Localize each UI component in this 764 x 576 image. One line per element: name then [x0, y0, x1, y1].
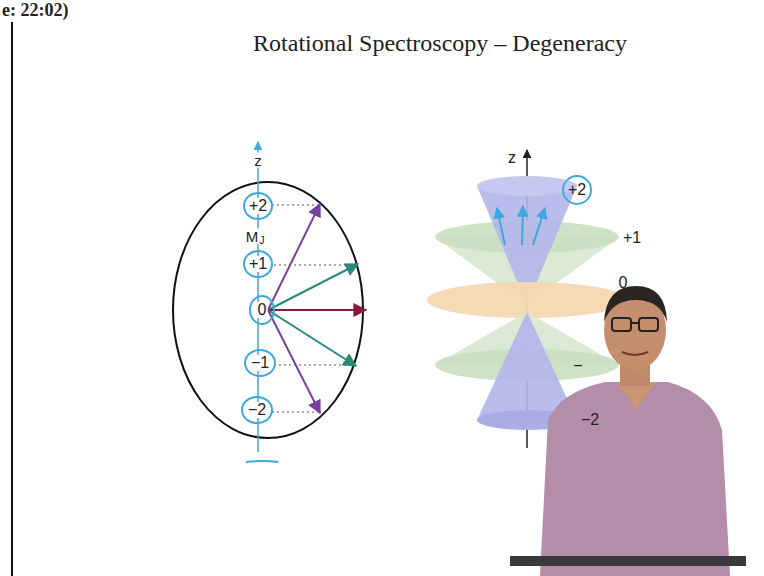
quantum-number: 0 — [618, 275, 629, 291]
quantum-number: −1 — [250, 355, 270, 371]
axis-subscript: J — [259, 236, 266, 246]
slide-time-stamp: e: 22:02) — [2, 1, 68, 19]
quantum-number: +2 — [248, 198, 268, 214]
quantum-number: −2 — [580, 412, 600, 428]
quantum-number: − — [572, 358, 583, 374]
quantum-number: +2 — [567, 182, 587, 198]
quantum-number: +1 — [248, 256, 268, 272]
presenter — [510, 286, 746, 576]
vector-model — [173, 142, 366, 462]
quantum-number: +1 — [622, 230, 642, 246]
axis-label: z — [507, 150, 517, 166]
quantum-number: −2 — [247, 402, 267, 418]
quantum-number: 0 — [257, 302, 268, 318]
slide-title: Rotational Spectroscopy – Degeneracy — [253, 30, 627, 57]
axis-label: z — [253, 153, 263, 168]
axis-symbol: M — [245, 229, 260, 244]
slide-border — [11, 22, 13, 576]
